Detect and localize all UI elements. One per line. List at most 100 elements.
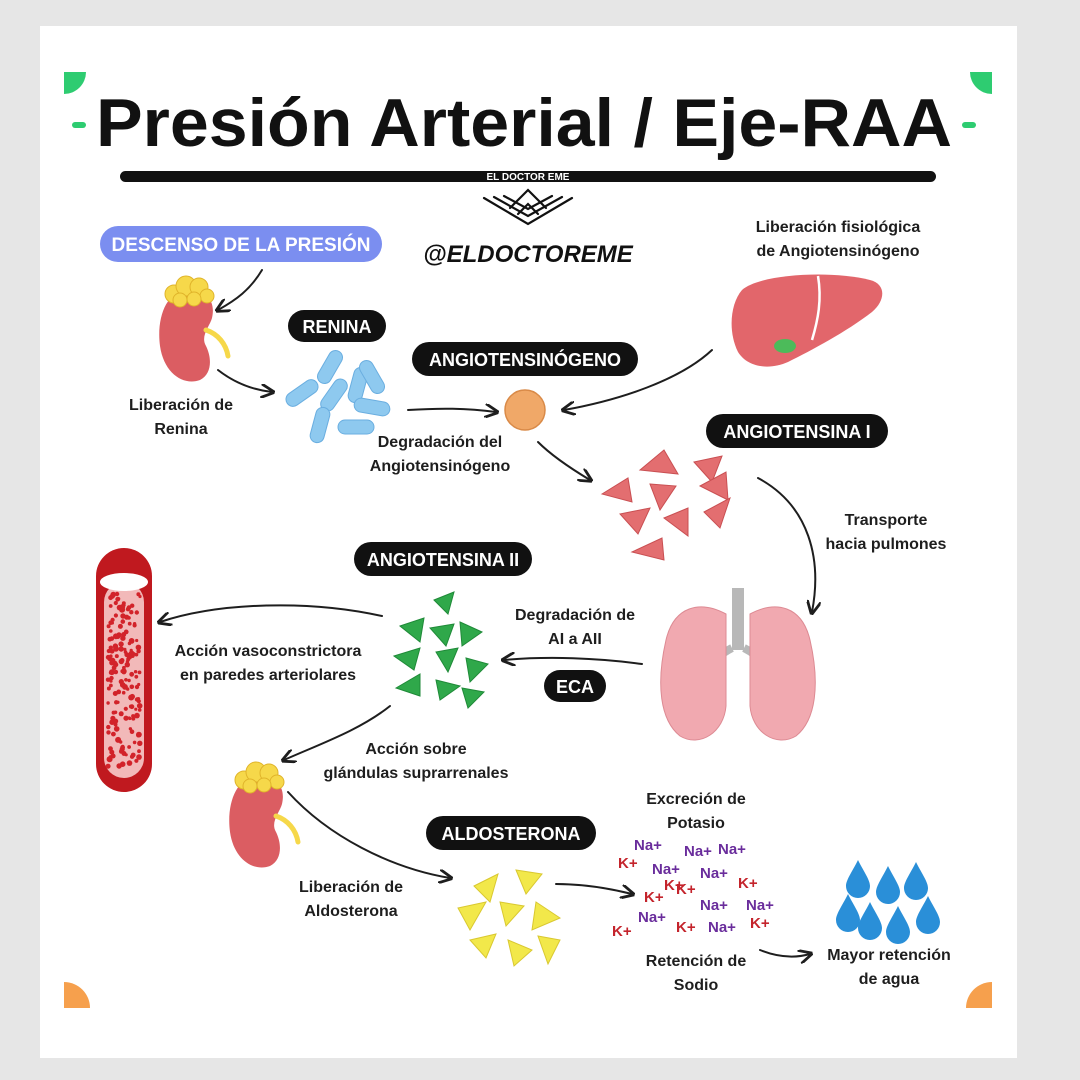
blood-cell bbox=[136, 649, 141, 654]
blood-cell bbox=[134, 674, 139, 679]
ion-k-2: K+ bbox=[664, 877, 684, 894]
ion-na-9: Na+ bbox=[708, 919, 736, 936]
blood-cell bbox=[115, 736, 122, 743]
blood-cell bbox=[108, 604, 113, 608]
blood-cell bbox=[134, 712, 140, 719]
label-excrecion-potasio-2: Potasio bbox=[667, 815, 725, 832]
pill-aldosterona: ALDOSTERONA bbox=[426, 816, 596, 850]
blood-cell bbox=[137, 708, 142, 712]
title-dash-right bbox=[962, 122, 976, 128]
blood-cell bbox=[123, 706, 128, 711]
blood-cell bbox=[137, 670, 142, 675]
label-retencion-sodio-1: Retención de bbox=[646, 953, 747, 970]
label-excrecion-potasio-1: Excreción de bbox=[646, 791, 746, 808]
svg-text:ANGIOTENSINA I: ANGIOTENSINA I bbox=[723, 422, 870, 442]
blood-cell bbox=[113, 645, 119, 652]
kidney-icon bbox=[159, 275, 231, 382]
blood-cell bbox=[137, 749, 141, 754]
blood-cell bbox=[111, 710, 116, 715]
blood-cell bbox=[105, 677, 111, 682]
label-mayor-retencion-1: Mayor retención bbox=[827, 947, 951, 964]
blood-cell bbox=[127, 716, 131, 720]
corner-bottom-left bbox=[64, 982, 90, 1008]
pill-eca: ECA bbox=[544, 670, 606, 702]
blood-cell bbox=[114, 654, 119, 659]
blood-cell bbox=[106, 724, 111, 730]
ion-na-7: Na+ bbox=[746, 897, 774, 914]
blood-cell bbox=[137, 682, 141, 687]
ion-na-3: Na+ bbox=[718, 841, 746, 858]
blood-cell bbox=[130, 603, 135, 608]
blood-cell bbox=[109, 675, 114, 681]
blood-cell bbox=[124, 652, 130, 658]
blood-cell bbox=[132, 623, 137, 628]
blood-cell bbox=[112, 691, 118, 696]
ion-na-8: Na+ bbox=[638, 909, 666, 926]
blood-cell bbox=[129, 693, 135, 700]
blood-cell bbox=[113, 726, 120, 732]
blood-cell bbox=[128, 727, 133, 731]
angiotensin-2-molecules-icon bbox=[392, 591, 489, 709]
blood-cell bbox=[119, 604, 126, 611]
blood-cell bbox=[136, 754, 142, 760]
label-accion-vaso-2: en paredes arteriolares bbox=[180, 667, 356, 684]
kidney-adrenal-icon bbox=[229, 761, 301, 868]
lungs-icon bbox=[660, 588, 816, 741]
label-transporte-1: Transporte bbox=[845, 512, 928, 529]
blood-cell bbox=[109, 749, 115, 755]
pill-angiotensinogeno: ANGIOTENSINÓGENO bbox=[412, 342, 638, 376]
blood-cell bbox=[108, 645, 114, 650]
arrow-aldosterone-to-ions bbox=[555, 883, 632, 894]
blood-cell bbox=[118, 749, 124, 754]
corner-bottom-right bbox=[966, 982, 992, 1008]
title-underline bbox=[120, 171, 936, 182]
ion-k-6: K+ bbox=[612, 923, 632, 940]
blood-cell bbox=[129, 684, 135, 690]
blood-cell bbox=[113, 600, 118, 606]
corner-top-right bbox=[970, 72, 992, 94]
arrow-angiotensin-2-to-adrenal bbox=[284, 705, 391, 760]
blood-cell bbox=[106, 730, 111, 735]
blood-cell bbox=[131, 714, 135, 718]
blood-cell bbox=[135, 644, 142, 651]
blood-cell bbox=[124, 614, 130, 620]
blood-cell bbox=[121, 744, 125, 749]
blood-cell bbox=[129, 729, 135, 734]
blood-cell bbox=[120, 619, 126, 624]
blood-cell bbox=[136, 703, 143, 709]
label-degradacion-ai-aii-2: AI a AII bbox=[548, 631, 602, 648]
blood-cell bbox=[128, 704, 133, 709]
blood-cell bbox=[118, 641, 124, 647]
blood-cell bbox=[134, 707, 138, 711]
arrow-descenso-to-kidney bbox=[218, 269, 263, 310]
blood-cell bbox=[136, 731, 142, 738]
ion-k-8: K+ bbox=[750, 915, 770, 932]
blood-cell bbox=[113, 669, 119, 675]
ion-k-3: K+ bbox=[676, 881, 696, 898]
blood-cell bbox=[125, 607, 131, 612]
blood-cell bbox=[116, 763, 122, 769]
blood-cell bbox=[116, 597, 121, 601]
liver-icon bbox=[731, 274, 883, 367]
brand-handle: @ELDOCTOREME bbox=[423, 241, 634, 268]
label-liberacion-aldosterona-1: Liberación de bbox=[299, 879, 403, 896]
angiotensin-1-molecules-icon bbox=[600, 449, 731, 561]
blood-cell bbox=[127, 621, 132, 626]
blood-cell bbox=[106, 686, 111, 691]
svg-text:ANGIOTENSINA II: ANGIOTENSINA II bbox=[367, 550, 519, 570]
blood-cell bbox=[135, 638, 139, 643]
arrow-angiotensin-1-to-lungs bbox=[757, 477, 815, 612]
label-degradacion-angio-2: Angiotensinógeno bbox=[370, 458, 511, 475]
label-degradacion-angio-1: Degradación del bbox=[378, 434, 502, 451]
label-liberacion-renina-1: Liberación de bbox=[129, 397, 233, 414]
label-liberacion-fisiologica-2: de Angiotensinógeno bbox=[757, 243, 920, 260]
blood-cell bbox=[120, 635, 126, 641]
blood-cell bbox=[106, 648, 111, 654]
arrow-kidney-to-renin bbox=[217, 369, 272, 392]
ion-na-1: Na+ bbox=[634, 837, 662, 854]
blood-cell bbox=[121, 690, 126, 695]
blood-cell bbox=[127, 678, 131, 683]
blood-cell bbox=[118, 646, 124, 652]
blood-cell bbox=[131, 651, 136, 657]
